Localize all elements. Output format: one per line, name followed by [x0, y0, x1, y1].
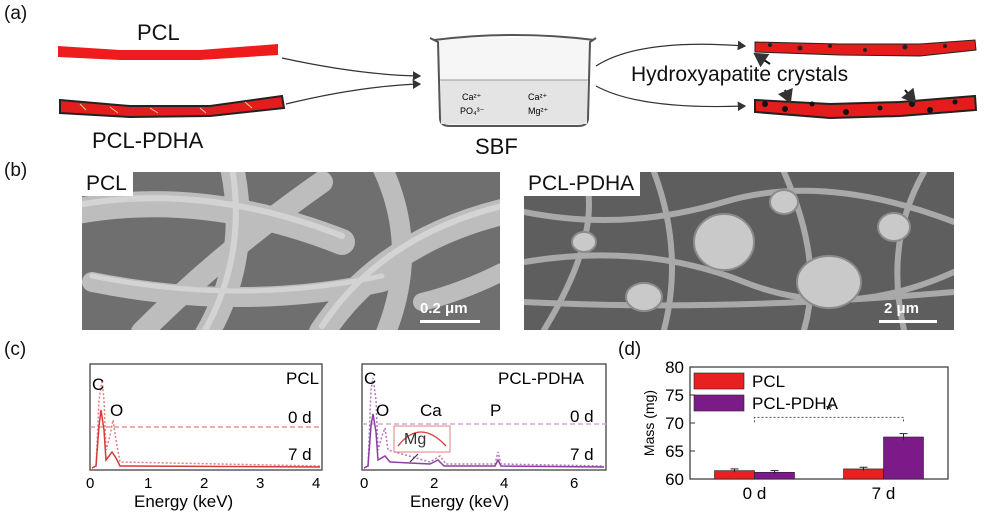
eds-pdha-tick-0: 0: [360, 475, 368, 492]
ion-ca-right: Ca²⁺: [528, 92, 548, 102]
legend-swatch-0: [693, 372, 745, 390]
eds-pcl-name: PCL: [286, 369, 319, 388]
bar-y-tick-0: 60: [665, 470, 684, 489]
eds-pdha-day7: 7 d: [570, 445, 594, 464]
beaker-label: SBF: [475, 134, 518, 159]
panel-c-label: (c): [4, 339, 27, 360]
scale-text-pcl-pdha: 2 μm: [884, 300, 920, 317]
pcl-pdha-label: PCL-PDHA: [92, 128, 204, 153]
eds-pdha-peak-c: C: [364, 369, 376, 388]
bar-y-tick-1: 65: [665, 442, 684, 461]
eds-pdha-peak-p: P: [490, 401, 501, 420]
bar-x-tick-0: 0 d: [743, 484, 767, 503]
eds-pdha-tick-3: 6: [570, 475, 578, 492]
panel-d-label: (d): [618, 339, 642, 360]
eds-pcl-day0: 0 d: [288, 408, 312, 427]
significance-bracket: [754, 416, 904, 423]
panel-a-label: (a): [4, 3, 28, 24]
sem-image-pcl: PCL 0.2 μm: [82, 172, 500, 330]
bar-y-tick-4: 80: [665, 358, 684, 377]
ion-mg: Mg²⁺: [528, 106, 548, 116]
sem-image-pcl-pdha: PCL-PDHA 2 μm: [524, 172, 954, 330]
bar-y-tick-3: 75: [665, 386, 684, 405]
eds-pcl-tick-3: 3: [256, 475, 264, 492]
eds-mg-label: Mg: [404, 431, 426, 448]
hydroxyapatite-label: Hydroxyapatite crystals: [628, 63, 852, 87]
mineralized-pcl-pdha-fiber: [754, 94, 978, 120]
eds-pdha-peak-o: O: [376, 401, 389, 420]
scale-bar-pcl-pdha: [879, 320, 937, 323]
eds-pcl-tick-4: 4: [312, 475, 320, 492]
eds-pcl-day7: 7 d: [288, 445, 312, 464]
eds-pdha-tick-2: 4: [500, 475, 508, 492]
sem-pcl-pdha-title: PCL-PDHA: [524, 172, 641, 196]
legend-label-0: PCL: [752, 372, 785, 391]
eds-pcl-tick-2: 2: [200, 475, 208, 492]
eds-pdha-day0: 0 d: [570, 407, 594, 426]
eds-pcl-tick-0: 0: [86, 475, 94, 492]
eds-pdha-xlabel: Energy (keV): [410, 492, 509, 511]
panel-b-label: (b): [4, 160, 28, 181]
eds-spectra: C O PCL 0 d 7 d 0 1 2 3 4 Energy (keV) M…: [86, 363, 607, 511]
eds-pcl-frame: [89, 363, 323, 471]
ion-po4: PO₄³⁻: [460, 106, 485, 116]
significance-star: *: [826, 402, 832, 419]
eds-pdha-name: PCL-PDHA: [498, 369, 585, 388]
eds-pcl-tick-1: 1: [144, 475, 152, 492]
bar-y-label: Mass (mg): [641, 390, 657, 456]
pcl-label: PCL: [137, 20, 180, 45]
eds-pcl-xlabel: Energy (keV): [134, 492, 233, 511]
bar-y-tick-2: 70: [665, 414, 684, 433]
bar-x-tick-1: 7 d: [872, 484, 896, 503]
eds-mg-inset: [393, 425, 451, 453]
scale-text-pcl: 0.2 μm: [420, 300, 468, 317]
bar-pcl-pdha-1: [883, 436, 924, 480]
sem-pcl-title: PCL: [82, 172, 133, 196]
scale-bar-pcl: [420, 320, 480, 323]
eds-pcl-peak-o: O: [110, 401, 123, 420]
legend-label-1: PCL-PDHA: [752, 394, 839, 413]
eds-pdha-peak-ca: Ca: [420, 401, 442, 420]
pcl-fiber: [58, 44, 278, 60]
eds-pdha-tick-1: 2: [430, 475, 438, 492]
beaker-icon: [429, 34, 597, 127]
eds-pcl-peak-c: C: [92, 375, 104, 394]
mineralized-pcl-fiber: [754, 39, 977, 57]
ion-ca-left: Ca²⁺: [462, 92, 482, 102]
legend-swatch-1: [693, 394, 745, 412]
panel-a-schematic: Ca²⁺ PO₄³⁻ Ca²⁺ Mg²⁺: [58, 34, 978, 127]
eds-pcl-pdha-frame: [361, 363, 607, 471]
